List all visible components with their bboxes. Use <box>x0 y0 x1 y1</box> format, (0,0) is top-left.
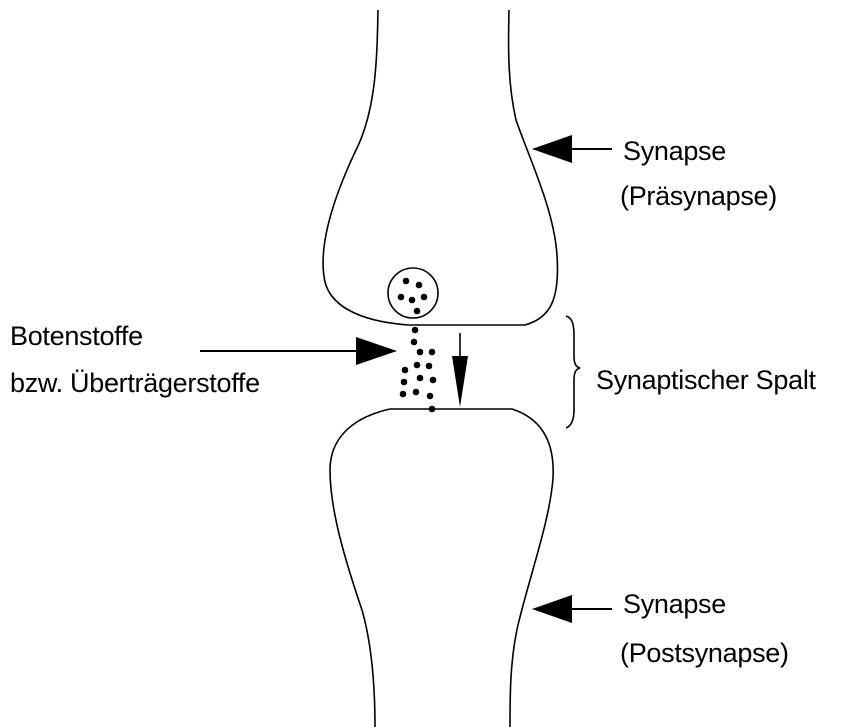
postsynapse-outline-left <box>330 409 390 727</box>
molecule-dot <box>414 308 421 315</box>
molecule-dot <box>429 349 436 356</box>
molecule-dot <box>417 375 424 382</box>
presynapse-arrow <box>532 135 612 163</box>
postsynapse-label-title: Synapse <box>623 589 726 619</box>
presynapse-outline <box>323 10 557 325</box>
molecule-dot <box>426 363 433 370</box>
molecule-dot <box>400 391 407 398</box>
postsynapse-label-subtitle: (Postsynapse) <box>620 638 789 668</box>
diffusion-arrow <box>452 333 468 407</box>
synaptic-cleft-label: Synaptischer Spalt <box>596 365 817 395</box>
molecule-dot <box>414 362 421 369</box>
molecule-dot <box>398 294 405 301</box>
molecule-dot <box>427 393 434 400</box>
molecule-dot <box>421 294 428 301</box>
molecule-dot <box>416 282 423 289</box>
presynapse-label-title: Synapse <box>623 136 726 166</box>
molecule-dot <box>413 389 420 396</box>
molecule-dot <box>411 339 418 346</box>
molecule-dot <box>401 379 408 386</box>
vesicle-molecules <box>398 278 428 315</box>
molecule-dot <box>403 278 410 285</box>
neurotransmitter-arrow <box>200 337 397 365</box>
presynapse-label-subtitle: (Präsynapse) <box>620 181 777 211</box>
molecule-dot <box>412 327 419 334</box>
molecule-dot <box>402 367 409 374</box>
released-molecules <box>400 327 437 413</box>
molecule-dot <box>409 297 416 304</box>
postsynapse-arrow <box>532 595 612 623</box>
molecule-dot <box>417 349 424 356</box>
neurotransmitter-label-line1: Botenstoffe <box>10 321 143 351</box>
postsynapse-outline <box>390 409 553 727</box>
molecule-dot <box>430 377 437 384</box>
cleft-brace <box>566 316 580 428</box>
neurotransmitter-label-line2: bzw. Überträgerstoffe <box>10 368 260 398</box>
vesicle <box>388 268 438 318</box>
